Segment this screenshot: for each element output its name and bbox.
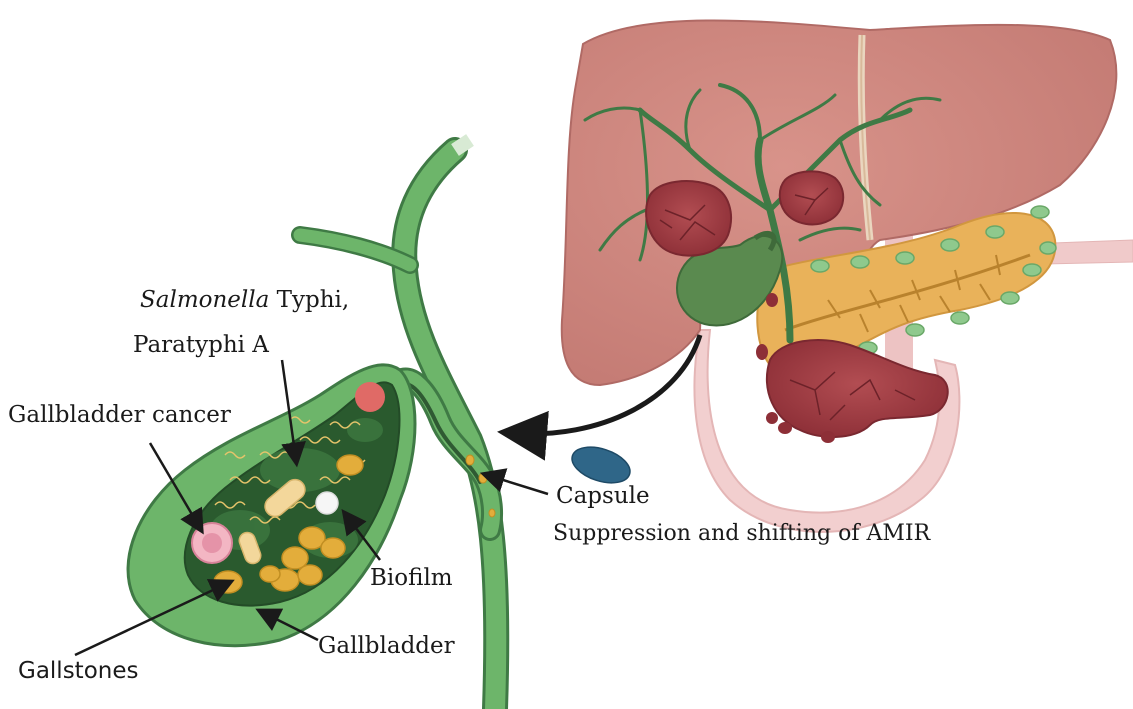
label-gallstones: Gallstones [18,658,138,684]
label-paratyphi: Paratyphi A [133,332,269,358]
label-biofilm: Biofilm [370,565,453,591]
polyp [355,382,385,412]
cancer-cell [192,523,232,563]
label-salmonella: Salmonella Typhi, [140,287,349,313]
label-gallbladder: Gallbladder [318,633,455,659]
label-suppression: Suppression and shifting of AMIR [553,521,932,546]
label-capsule: Capsule [556,483,650,509]
tumor-liver-left [646,181,731,256]
label-gallbladder-cancer: Gallbladder cancer [8,402,231,428]
biofilm-cluster [316,492,338,514]
tumor-liver-right [780,171,843,224]
